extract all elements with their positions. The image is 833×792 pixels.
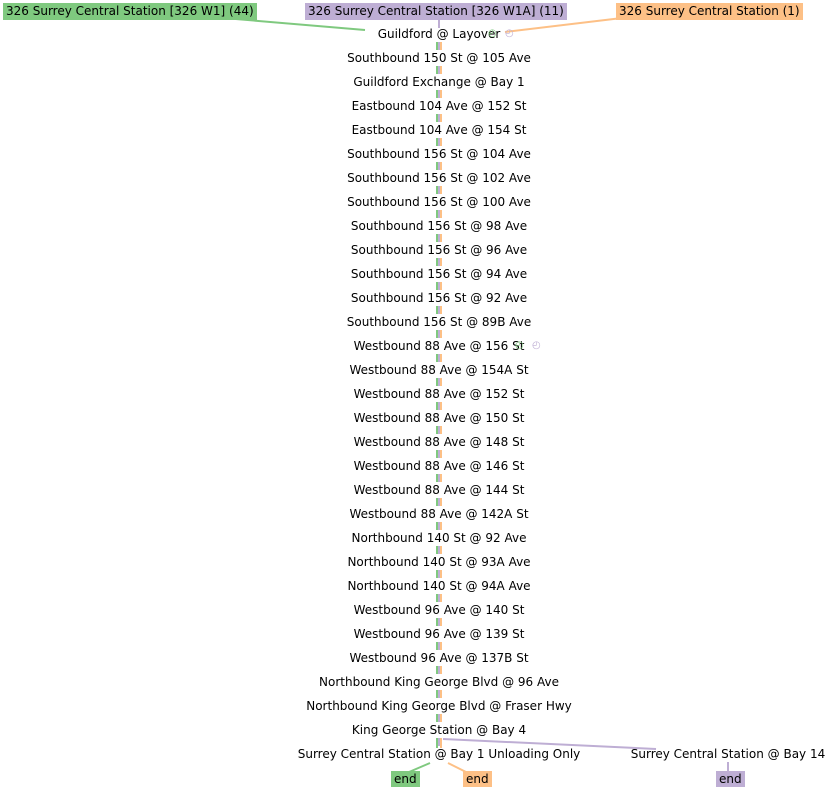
stop-label[interactable]: Westbound 88 Ave @ 144 St <box>353 483 525 497</box>
route-label-w1[interactable]: 326 Surrey Central Station [326 W1] (44) <box>3 3 257 20</box>
end-tag-w1a: end <box>716 771 745 787</box>
stop-label[interactable]: Westbound 88 Ave @ 154A St <box>349 363 529 377</box>
stop-label[interactable]: Southbound 156 St @ 98 Ave <box>350 219 528 233</box>
stop-label[interactable]: Westbound 96 Ave @ 139 St <box>353 627 525 641</box>
clock-icon: ◴ <box>505 28 514 39</box>
clock-icon: ◴ <box>532 340 541 351</box>
clock-icon: ◴ <box>515 340 524 351</box>
stop-label[interactable]: Southbound 156 St @ 89B Ave <box>346 315 532 329</box>
stop-label[interactable]: Northbound King George Blvd @ 96 Ave <box>319 675 559 689</box>
stop-label[interactable]: Westbound 88 Ave @ 146 St <box>353 459 525 473</box>
edge-to-bay-14 <box>442 738 657 750</box>
stop-label[interactable]: Westbound 88 Ave @ 152 St <box>353 387 525 401</box>
stop-label[interactable]: Northbound 140 St @ 92 Ave <box>351 531 527 545</box>
stop-label[interactable]: Southbound 156 St @ 92 Ave <box>350 291 528 305</box>
route-label-w1a[interactable]: 326 Surrey Central Station [326 W1A] (11… <box>305 3 567 20</box>
stop-label[interactable]: Westbound 88 Ave @ 148 St <box>353 435 525 449</box>
stop-label[interactable]: Eastbound 104 Ave @ 154 St <box>351 123 527 137</box>
edge-to-end <box>408 762 431 773</box>
stop-label[interactable]: Westbound 96 Ave @ 137B St <box>349 651 529 665</box>
end-tag-other: end <box>463 771 492 787</box>
stop-label[interactable]: Northbound 140 St @ 94A Ave <box>347 579 531 593</box>
stop-label[interactable]: Eastbound 104 Ave @ 152 St <box>351 99 527 113</box>
stop-label[interactable]: Westbound 88 Ave @ 150 St <box>353 411 525 425</box>
route-label-other[interactable]: 326 Surrey Central Station (1) <box>616 3 803 20</box>
end-tag-w1: end <box>391 771 420 787</box>
stop-label[interactable]: Westbound 88 Ave @ 142A St <box>349 507 529 521</box>
stop-label[interactable]: Guildford @ Layover <box>377 27 501 41</box>
clock-icon: ◴ <box>488 28 497 39</box>
stop-label[interactable]: Southbound 156 St @ 96 Ave <box>350 243 528 257</box>
stop-label[interactable]: Southbound 156 St @ 102 Ave <box>347 171 531 185</box>
stop-label[interactable]: Westbound 96 Ave @ 140 St <box>353 603 525 617</box>
stop-label[interactable]: Guildford Exchange @ Bay 1 <box>353 75 525 89</box>
stop-label[interactable]: Southbound 156 St @ 104 Ave <box>347 147 531 161</box>
stop-label[interactable]: King George Station @ Bay 4 <box>351 723 527 737</box>
terminal-bay-1[interactable]: Surrey Central Station @ Bay 1 Unloading… <box>297 747 581 761</box>
route-edges <box>199 15 729 773</box>
stop-label[interactable]: Southbound 156 St @ 100 Ave <box>347 195 531 209</box>
stop-label[interactable]: Westbound 88 Ave @ 156 St <box>353 339 525 353</box>
stop-label[interactable]: Northbound King George Blvd @ Fraser Hwy <box>306 699 572 713</box>
edge-to-end <box>447 762 467 773</box>
terminal-bay-14[interactable]: Surrey Central Station @ Bay 14 <box>630 747 826 761</box>
edge-route-other <box>504 17 623 33</box>
stop-label[interactable]: Southbound 156 St @ 94 Ave <box>350 267 528 281</box>
stop-label[interactable]: Southbound 150 St @ 105 Ave <box>347 51 531 65</box>
stop-label[interactable]: Northbound 140 St @ 93A Ave <box>347 555 531 569</box>
